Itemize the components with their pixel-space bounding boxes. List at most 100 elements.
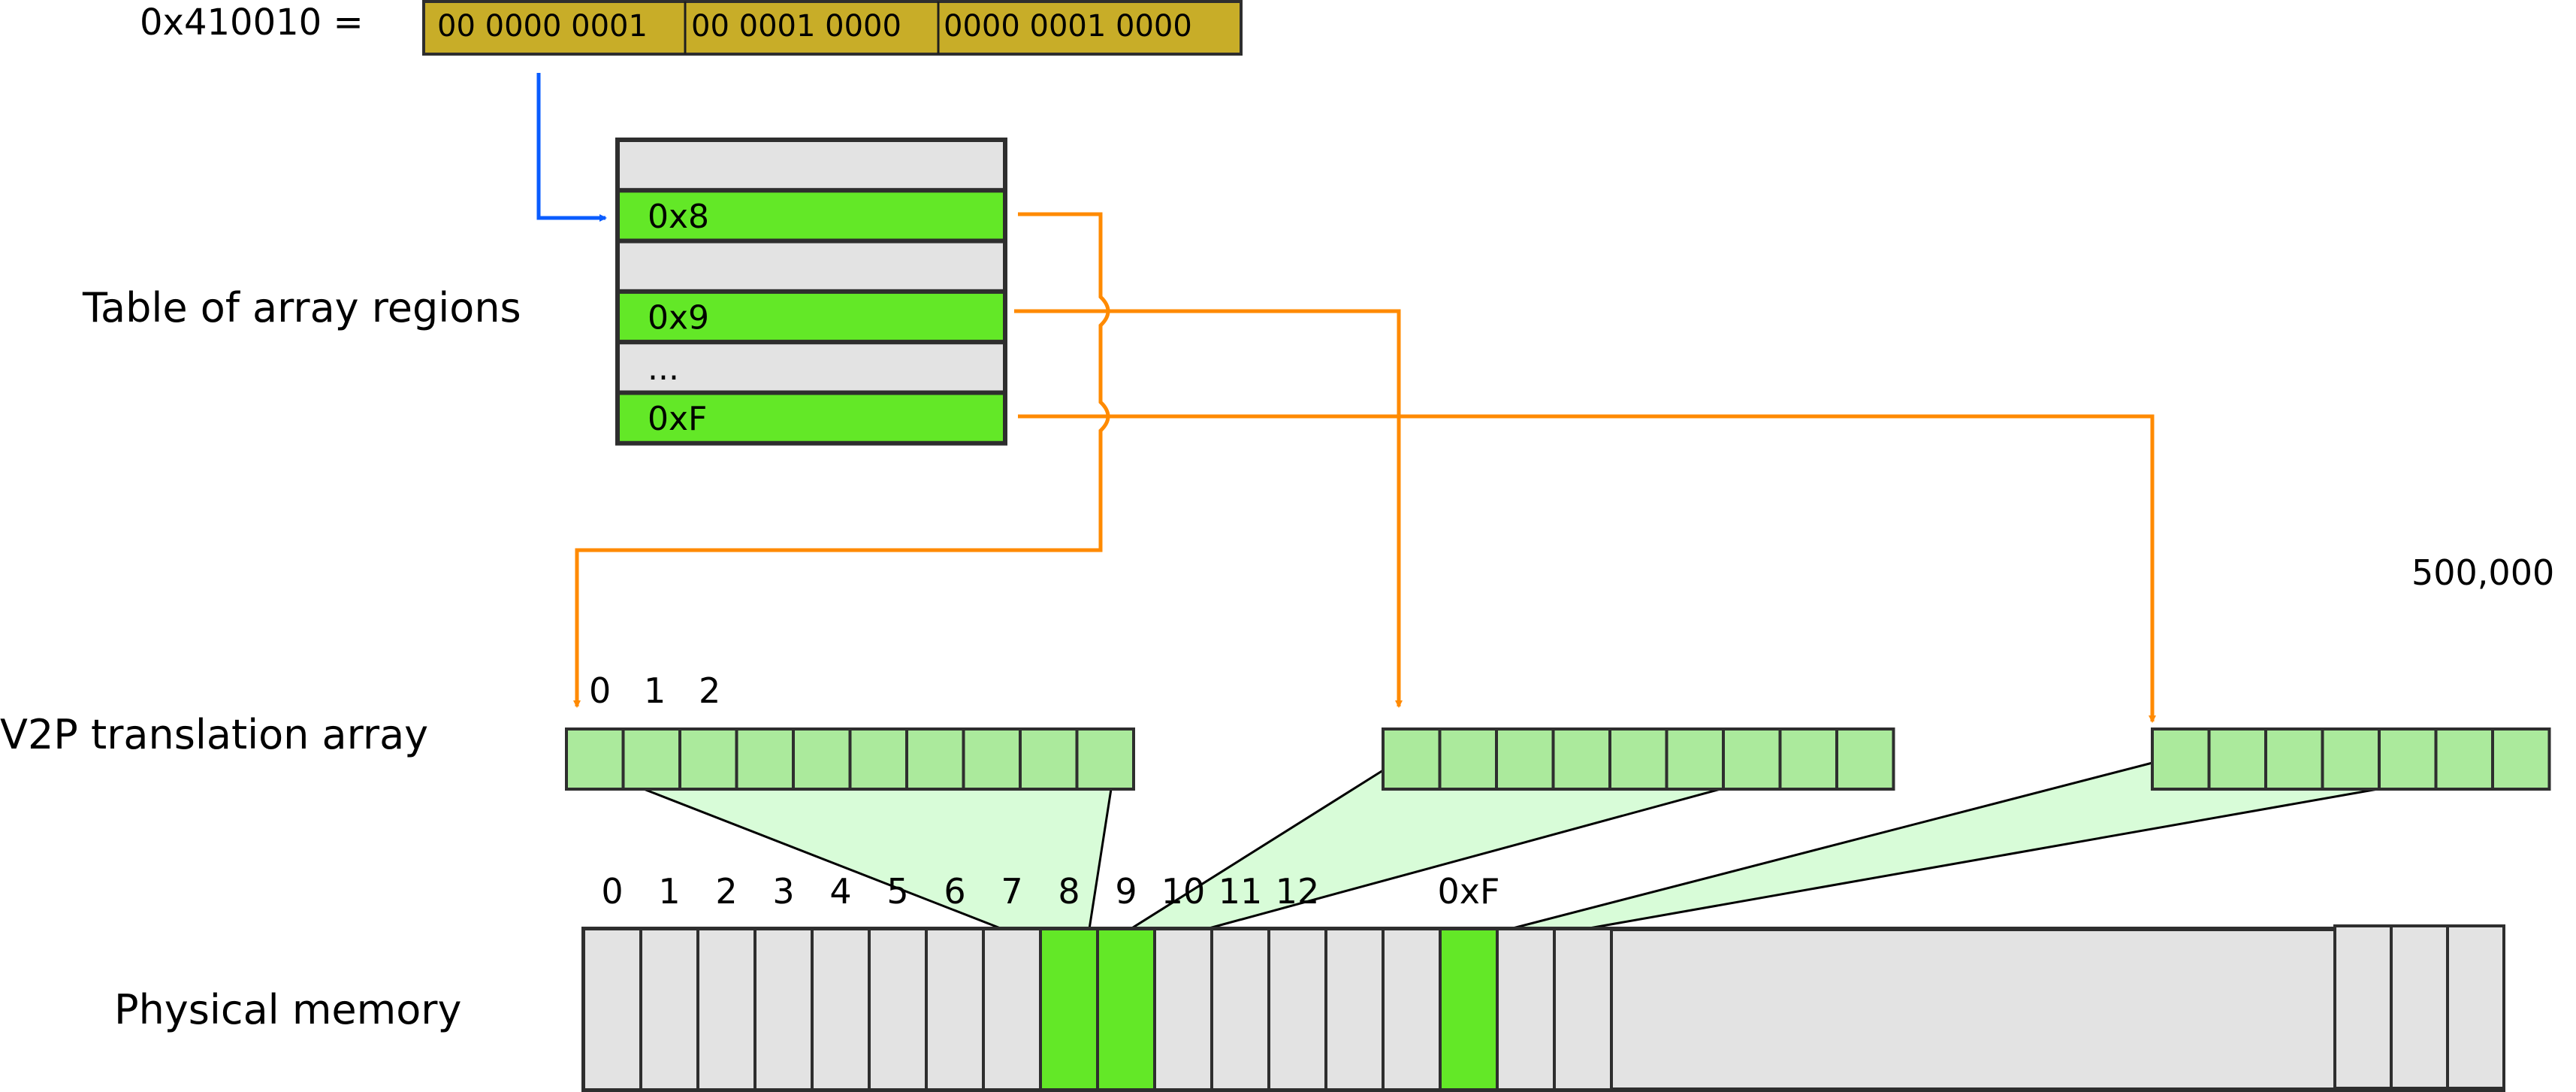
mapping-line (1206, 788, 1721, 930)
mapping-fan-0xF (1510, 763, 2378, 929)
physical-frame-mapped (1439, 927, 1499, 1091)
v2p-entry (1722, 727, 1782, 791)
v2p-entry (2264, 727, 2324, 791)
v2p-entry (678, 727, 738, 791)
physical-frame (2333, 924, 2393, 1090)
physical-frame (1153, 927, 1213, 1091)
region-entry-empty (615, 138, 1007, 193)
v2p-entry (848, 727, 908, 791)
address-label: 0x410010 = (140, 2, 364, 44)
mapping-fan-0x9 (1131, 770, 1720, 929)
physical-frame-label: 3 (772, 871, 794, 912)
physical-frame (925, 927, 985, 1091)
v2p-index-label: 1 (644, 670, 666, 711)
physical-frame (1382, 927, 1442, 1091)
region-entry-label: 0x8 (648, 198, 709, 236)
physical-frame-label: 4 (829, 871, 851, 912)
physical-frame (1553, 927, 1613, 1091)
v2p-entry (1608, 727, 1669, 791)
mapping-line (643, 788, 1003, 930)
physical-frame (982, 927, 1042, 1091)
v2p-entry (1019, 727, 1079, 791)
region-entry-label: 0x9 (648, 299, 709, 337)
physical-frame-label: 2 (715, 871, 737, 912)
physical-frame (2446, 924, 2505, 1090)
physical-title: Physical memory (114, 986, 461, 1033)
region-table-row (615, 138, 1007, 193)
physical-frame-label: 1 (658, 871, 680, 912)
table-title: Table of array regions (82, 284, 521, 331)
v2p-entry (1835, 727, 1895, 791)
region-table-row: ... (615, 340, 1007, 395)
physical-memory-strip (581, 924, 2505, 1092)
region-table-row: 0x8 (615, 188, 1007, 244)
physical-frame (582, 927, 642, 1091)
physical-frame-label: 8 (1058, 871, 1080, 912)
region-entry-label: 0xF (648, 400, 707, 438)
v2p-entry (2491, 727, 2551, 791)
address-segment-region: 00 0000 0001 (437, 9, 648, 44)
mapping-line (1509, 761, 2153, 930)
physical-frame-mapped (1096, 927, 1156, 1091)
v2p-entry (905, 727, 965, 791)
v2p-entry (2434, 727, 2494, 791)
v2p-index-label: 2 (699, 670, 720, 711)
region-0x9-pointer-arrow (1014, 309, 1403, 708)
region-entry-active (615, 289, 1007, 345)
v2p-entry (735, 727, 795, 791)
region-0x8-pointer-arrow (573, 212, 1110, 708)
region-table-row (615, 238, 1007, 294)
mapping-line (1130, 769, 1384, 930)
v2p-arrays (565, 727, 2551, 791)
v2p-title: V2P translation array (0, 711, 428, 758)
region-table-row: 0x9 (615, 289, 1007, 345)
physical-frame (1324, 927, 1385, 1091)
v2p-entry (565, 727, 625, 791)
physical-frame (1267, 927, 1327, 1091)
v2p-index-label: 0 (589, 670, 611, 711)
region-entry-empty (615, 340, 1007, 395)
address-bits-bar: 00 0000 0001 00 0001 0000 0000 0001 0000 (422, 0, 1243, 56)
address-segment-page: 00 0001 0000 (691, 9, 901, 44)
region-table-row: 0xF (615, 390, 1007, 446)
v2p-entry (962, 727, 1022, 791)
physical-frame (868, 927, 928, 1091)
v2p-entry (1438, 727, 1498, 791)
region-entry-active (615, 188, 1007, 244)
region-entry-empty (615, 238, 1007, 294)
address-segment-offset: 0000 0001 0000 (944, 9, 1192, 44)
physical-frame-label: 11 (1219, 871, 1263, 912)
physical-frame-label: 0xF (1438, 871, 1500, 912)
v2p-array-0x9 (1382, 727, 1895, 791)
physical-frame (811, 927, 871, 1091)
physical-frame-label: 9 (1115, 871, 1137, 912)
region-0xF-pointer-arrow (1018, 414, 2156, 723)
v2p-entry (1551, 727, 1611, 791)
mapping-fan-0x8 (644, 789, 1111, 929)
physical-frame (753, 927, 814, 1091)
physical-frame (2390, 924, 2449, 1090)
region-index-arrow (536, 73, 607, 222)
v2p-entry (1382, 727, 1442, 791)
physical-frame-label: 7 (1001, 871, 1022, 912)
v2p-entry (2378, 727, 2438, 791)
physical-frame (696, 927, 756, 1091)
v2p-entry (2207, 727, 2267, 791)
physical-frame-label: 5 (886, 871, 908, 912)
region-table: 0x8 0x9... 0xF (615, 138, 1007, 446)
v2p-entry (621, 727, 681, 791)
v2p-max-index-label: 500,000 (2411, 552, 2554, 593)
physical-frame-label: 12 (1276, 871, 1320, 912)
physical-frame-label: 10 (1161, 871, 1206, 912)
v2p-entry (1665, 727, 1725, 791)
mapping-line (1584, 788, 2378, 930)
v2p-array-0xF (2151, 727, 2551, 791)
mapping-line (1088, 788, 1113, 930)
v2p-entry (1075, 727, 1135, 791)
v2p-entry (1495, 727, 1555, 791)
physical-frame-mapped (1039, 927, 1099, 1091)
physical-frame (1496, 927, 1556, 1091)
physical-frame (1210, 927, 1270, 1091)
